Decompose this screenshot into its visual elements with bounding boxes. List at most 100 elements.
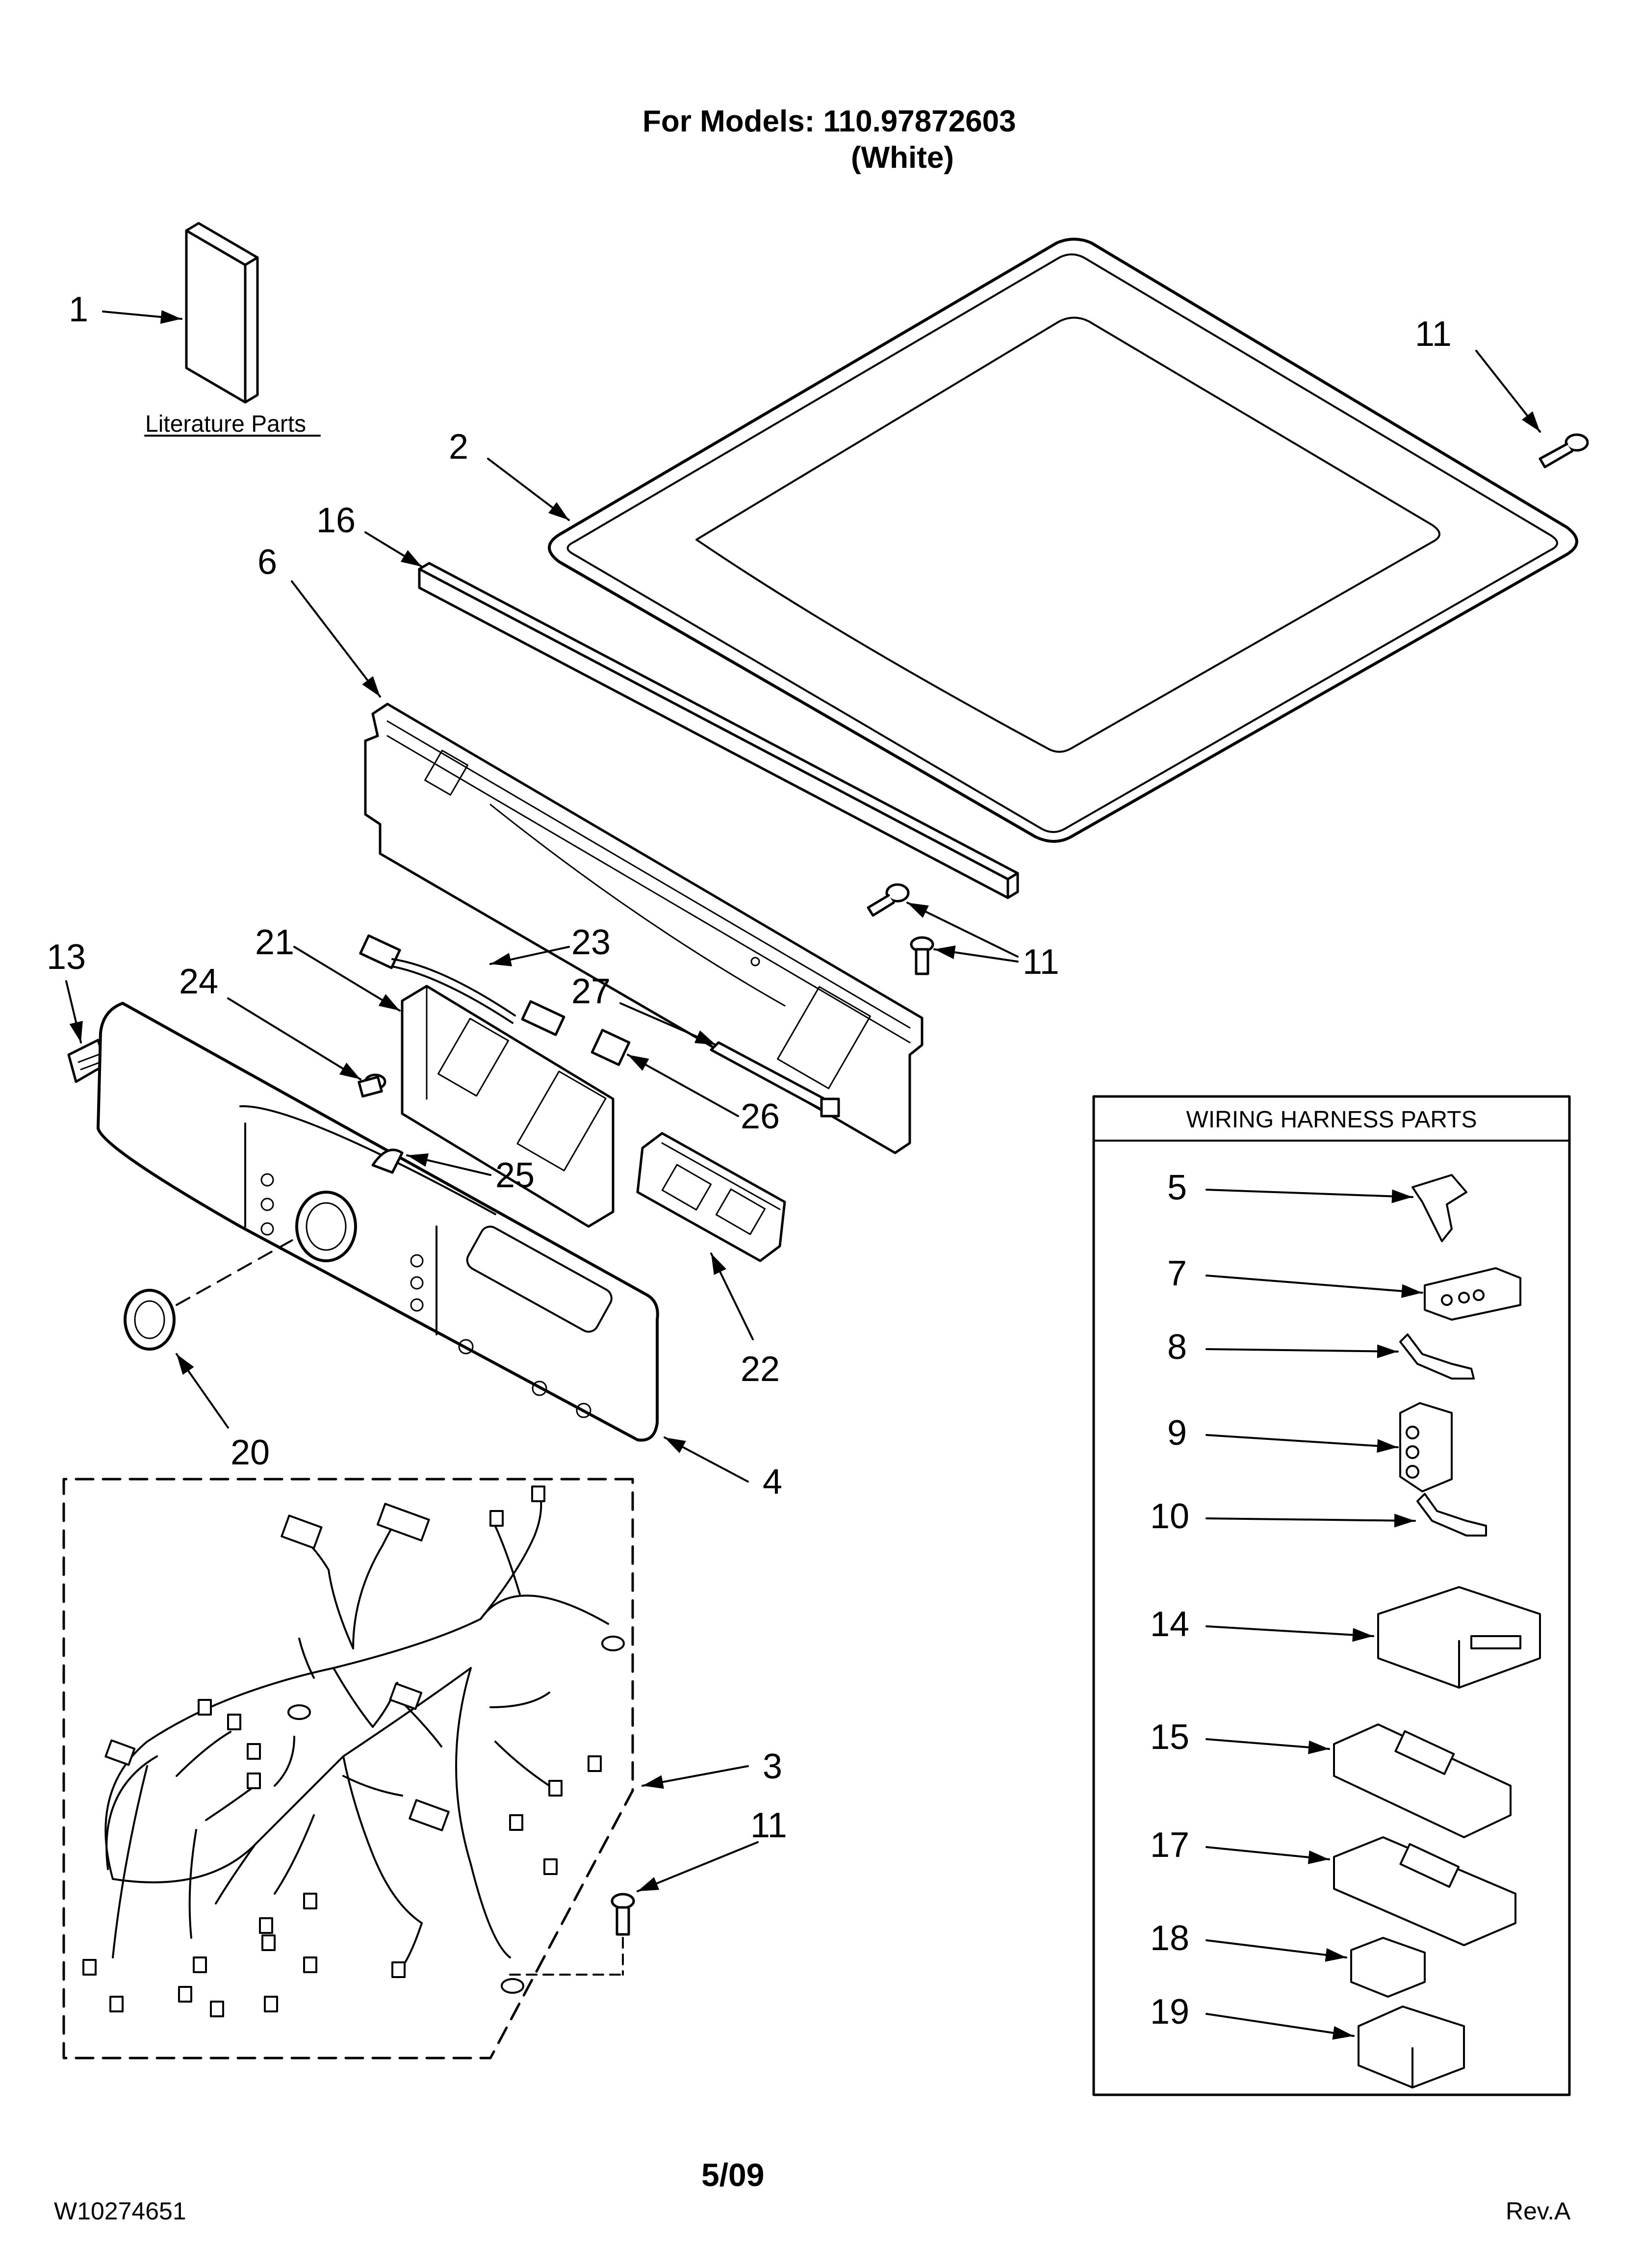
publish-date: 5/09 [701, 2157, 765, 2193]
color-subtitle: (White) [851, 141, 954, 175]
callout-20: 20 [231, 1433, 270, 1472]
knob-alignment-line [176, 1235, 300, 1306]
console-bracket [364, 703, 924, 1154]
leader-7-arrowhead [1401, 1284, 1422, 1298]
callout-3: 3 [763, 1747, 782, 1786]
harness-ground-rings [287, 1636, 625, 1994]
leader-11-bracket-a-arrowhead [907, 903, 929, 918]
document-number: W10274651 [54, 2197, 186, 2225]
leader-11-top-arrowhead [1522, 411, 1540, 432]
part-8-terminal [1399, 1333, 1475, 1380]
harness-clip [590, 1029, 631, 1066]
leader-16-arrowhead [400, 550, 422, 567]
callout-11-harness: 11 [750, 1806, 787, 1845]
top-panel [548, 237, 1578, 843]
callout-4: 4 [763, 1462, 782, 1502]
wire-assembly [359, 934, 565, 1036]
leader-19-arrowhead [1332, 2026, 1354, 2040]
revision: Rev.A [1506, 2197, 1571, 2225]
part-17-housing [1333, 1836, 1516, 1946]
callout-26: 26 [741, 1097, 780, 1136]
leader-18-arrowhead [1325, 1948, 1346, 1962]
part-18-housing [1350, 1937, 1426, 1998]
callout-2: 2 [449, 427, 468, 467]
callout-24: 24 [179, 962, 218, 1001]
callout-10: 10 [1150, 1497, 1189, 1536]
part-14-housing [1377, 1586, 1541, 1689]
part-15-housing [1333, 1723, 1512, 1838]
front-strip [418, 562, 1019, 899]
screw-harness-ground [611, 1893, 635, 1936]
wiring-harness-parts-title: WIRING HARNESS PARTS [1186, 1107, 1477, 1133]
callout-16: 16 [316, 501, 356, 540]
callout-11-top: 11 [1415, 314, 1452, 354]
leader-4-arrowhead [665, 1437, 686, 1454]
callout-14: 14 [1150, 1605, 1189, 1644]
screw-bracket-upper [867, 883, 910, 917]
leader-18-line [1206, 1939, 1347, 1958]
callout-25: 25 [495, 1156, 535, 1195]
callout-8: 8 [1167, 1328, 1187, 1367]
leader-9-line [1206, 1434, 1399, 1448]
callout-15: 15 [1150, 1718, 1189, 1757]
leader-5-arrowhead [1391, 1189, 1412, 1203]
callout-27: 27 [571, 972, 611, 1011]
screw-top-right [1539, 433, 1589, 469]
callout-17: 17 [1150, 1825, 1189, 1865]
literature-parts-label: Literature Parts [145, 411, 306, 437]
harness-connectors [82, 1486, 602, 2017]
leader-8-arrowhead [1377, 1344, 1398, 1358]
leader-11-harness-arrowhead [638, 1877, 660, 1891]
leader-7-line [1206, 1275, 1423, 1294]
leader-2-arrowhead [548, 502, 569, 520]
leader-23-arrowhead [490, 953, 513, 966]
control-knob [124, 1289, 176, 1351]
leader-24-line [227, 997, 361, 1080]
thermistor-bolt [358, 1073, 386, 1098]
leader-8-line [1206, 1348, 1399, 1353]
callout-21: 21 [255, 923, 294, 962]
wiring-parts-box [1092, 1095, 1571, 2096]
screw-bracket-lower [910, 936, 934, 975]
console-panel [97, 1002, 659, 1442]
leader-arrows [65, 310, 1541, 2040]
callout-13: 13 [47, 938, 86, 977]
leader-5-line [1206, 1189, 1413, 1198]
callout-labels: 1 2 3 4 5 6 7 8 9 10 11 11 11 13 14 15 1… [47, 290, 1452, 2032]
leader-3-arrowhead [642, 1775, 664, 1789]
light-pipe [371, 1148, 404, 1174]
leader-11-harness-line [637, 1841, 759, 1892]
callout-1: 1 [69, 290, 88, 329]
user-interface-board [636, 1132, 786, 1262]
part-7-connector [1424, 1267, 1521, 1321]
callout-11-bracket: 11 [1023, 942, 1059, 982]
callout-18: 18 [1150, 1919, 1189, 1958]
callout-19: 19 [1150, 1992, 1189, 2032]
callout-23: 23 [571, 923, 611, 962]
part-10-terminal [1416, 1493, 1487, 1537]
callout-5: 5 [1167, 1168, 1187, 1207]
leader-11-bracket-b-arrowhead [934, 945, 956, 959]
leader-1-arrowhead [160, 310, 181, 324]
leader-14-arrowhead [1352, 1628, 1373, 1642]
leader-6-line [291, 580, 381, 698]
leader-9-arrowhead [1377, 1439, 1398, 1453]
models-title: For Models: 110.97872603 [642, 104, 1016, 138]
leader-27-arrowhead [694, 1030, 716, 1045]
part-9-housing [1399, 1402, 1453, 1492]
leader-10-line [1206, 1517, 1416, 1522]
leader-21-arrowhead [378, 994, 400, 1011]
leader-26-arrowhead [628, 1055, 649, 1071]
leader-14-line [1206, 1625, 1374, 1637]
callout-22: 22 [741, 1350, 780, 1389]
callout-7: 7 [1167, 1254, 1187, 1293]
leader-15-arrowhead [1308, 1740, 1329, 1754]
part-5-clip [1411, 1174, 1467, 1242]
leader-6-arrowhead [362, 676, 380, 697]
leader-20-arrowhead [177, 1354, 194, 1375]
leader-24-arrowhead [339, 1063, 360, 1079]
callout-9: 9 [1167, 1413, 1187, 1453]
leader-13-arrowhead [69, 1020, 83, 1043]
leader-26-line [627, 1054, 739, 1117]
leader-19-line [1206, 2013, 1355, 2037]
